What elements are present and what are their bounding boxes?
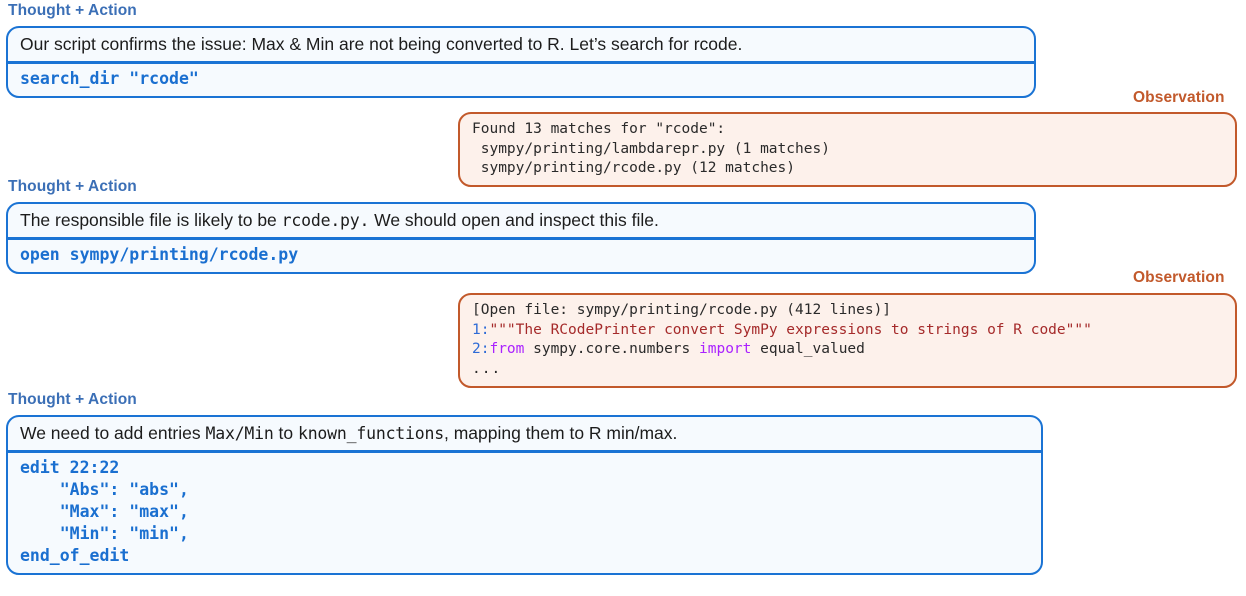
- observation-ellipsis: ...: [472, 361, 502, 378]
- action-command-2[interactable]: open sympy/printing/rcode.py: [20, 244, 299, 264]
- thought-action-card-3[interactable]: We need to add entries Max/Min to known_…: [6, 415, 1043, 575]
- action-command-3[interactable]: edit 22:22 "Abs": "abs", "Max": "max", "…: [20, 457, 189, 565]
- thought-action-card-1[interactable]: Our script confirms the issue: Max & Min…: [6, 26, 1036, 98]
- line-number: 1:: [472, 321, 490, 338]
- thought-action-card-2[interactable]: The responsible file is likely to be rco…: [6, 202, 1036, 274]
- thought-action-label-1: Thought + Action: [8, 2, 137, 19]
- observation-label-2: Observation: [1133, 269, 1225, 286]
- inline-code: Max/Min: [205, 424, 274, 443]
- observation-line: [Open file: sympy/printing/rcode.py (412…: [472, 302, 892, 318]
- thought-action-label-2: Thought + Action: [8, 178, 137, 195]
- observation-line: Found 13 matches for "rcode":: [472, 121, 726, 137]
- thought-text-2: The responsible file is likely to be rco…: [20, 210, 659, 230]
- card-divider: [8, 236, 1034, 240]
- code-keyword: import: [699, 341, 752, 358]
- card-divider: [8, 60, 1034, 64]
- action-command-1[interactable]: search_dir "rcode": [20, 68, 199, 88]
- thought-action-label-3: Thought + Action: [8, 391, 137, 408]
- thought-text-1: Our script confirms the issue: Max & Min…: [20, 34, 743, 54]
- card-divider: [8, 449, 1041, 453]
- thought-text-3: We need to add entries Max/Min to known_…: [20, 423, 678, 443]
- observation-code-line: 2:from sympy.core.numbers import equal_v…: [472, 341, 865, 357]
- observation-label-1: Observation: [1133, 89, 1225, 106]
- observation-text-2: [Open file: sympy/printing/rcode.py (412…: [460, 295, 1235, 386]
- observation-line: sympy/printing/rcode.py (12 matches): [472, 160, 796, 177]
- code-plain: sympy.core.numbers: [524, 341, 699, 358]
- observation-text-1: Found 13 matches for "rcode": sympy/prin…: [460, 114, 1235, 185]
- observation-code-line: 1:"""The RCodePrinter convert SymPy expr…: [472, 322, 1092, 338]
- observation-card-1[interactable]: Found 13 matches for "rcode": sympy/prin…: [458, 112, 1237, 188]
- code-plain: equal_valued: [751, 341, 865, 358]
- observation-line: sympy/printing/lambdarepr.py (1 matches): [472, 140, 830, 157]
- code-keyword: from: [489, 341, 525, 358]
- code-docstring: """The RCodePrinter convert SymPy expres…: [489, 321, 1092, 338]
- observation-card-2[interactable]: [Open file: sympy/printing/rcode.py (412…: [458, 293, 1237, 388]
- inline-code: known_functions: [297, 424, 444, 443]
- inline-code: rcode.py.: [281, 211, 370, 230]
- line-number: 2:: [472, 341, 490, 358]
